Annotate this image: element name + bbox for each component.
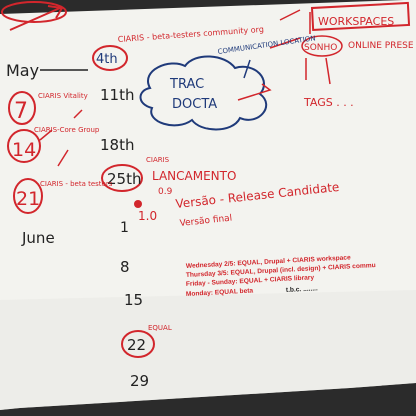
sonho-circle <box>301 35 343 57</box>
schedule-text: EQUAL beta <box>215 287 254 296</box>
trac-docta-cloud <box>139 55 268 131</box>
note-ciaris-beta-testers: CIARIS - beta testers <box>40 180 113 188</box>
docta-arrow <box>237 83 272 101</box>
note-tags: TAGS . . . <box>303 96 354 109</box>
red-star-mark <box>134 200 142 208</box>
tags-arrows <box>305 57 331 85</box>
date-14: 14 <box>12 139 36 161</box>
date-7: 7 <box>14 99 28 124</box>
date-22: 22 <box>127 336 146 354</box>
schedule-day: Wednesday 2/5: <box>186 260 236 270</box>
note-trac: TRAC <box>169 77 204 92</box>
note-sonho: SONHO <box>304 43 337 53</box>
date-21: 21 <box>16 188 40 210</box>
note-docta: DOCTA <box>172 97 217 112</box>
note-equal: EQUAL <box>148 324 172 332</box>
month-may: May <box>6 61 39 80</box>
schedule-day: Thursday 3/5: <box>186 270 229 279</box>
date-4: 4th <box>96 52 118 67</box>
date-8: 8 <box>120 258 130 276</box>
schedule-line-4: Monday: EQUAL beta <box>186 287 254 298</box>
date-4-circle <box>92 45 128 71</box>
left-arrows <box>39 109 83 167</box>
note-ciaris-small: CIARIS <box>146 156 170 164</box>
date-29: 29 <box>130 372 149 390</box>
date-22-circle <box>121 330 155 358</box>
date-18: 18th <box>100 136 134 154</box>
comm-arrow <box>243 59 251 79</box>
schedule-day: Friday - Sunday: <box>186 278 238 288</box>
date-15: 15 <box>124 291 143 309</box>
schedule-text: EQUAL + CIARIS library <box>239 274 314 285</box>
note-version-1-0: 1.0 <box>138 209 157 223</box>
schedule-day: Monday: <box>186 290 213 298</box>
note-online-presence: ONLINE PRESE <box>348 41 414 51</box>
date-21-circle <box>13 178 43 214</box>
note-workspaces: WORKSPACES <box>318 15 394 28</box>
note-version-0-9: 0.9 <box>158 187 173 197</box>
date-11: 11th <box>100 86 134 104</box>
workspaces-box <box>310 1 411 32</box>
date-7-circle <box>8 91 36 125</box>
schedule-tbc: t.b.c. ........ <box>286 285 318 294</box>
date-1: 1 <box>120 220 129 236</box>
date-14-circle <box>7 129 41 163</box>
note-ciaris-core: CIARIS-Core Group <box>34 126 100 134</box>
top-left-loop <box>1 1 67 23</box>
schedule-line-3: Friday - Sunday: EQUAL + CIARIS library <box>186 274 315 288</box>
note-lancamento: LANCAMENTO <box>152 169 236 183</box>
paper-shade <box>0 290 416 410</box>
month-june: June <box>21 229 55 247</box>
date-25-circle <box>101 164 143 192</box>
top-red-links <box>269 9 311 49</box>
date-25: 25th <box>107 170 141 188</box>
note-ciaris-vitality: CIARIS Vitality <box>38 92 88 100</box>
